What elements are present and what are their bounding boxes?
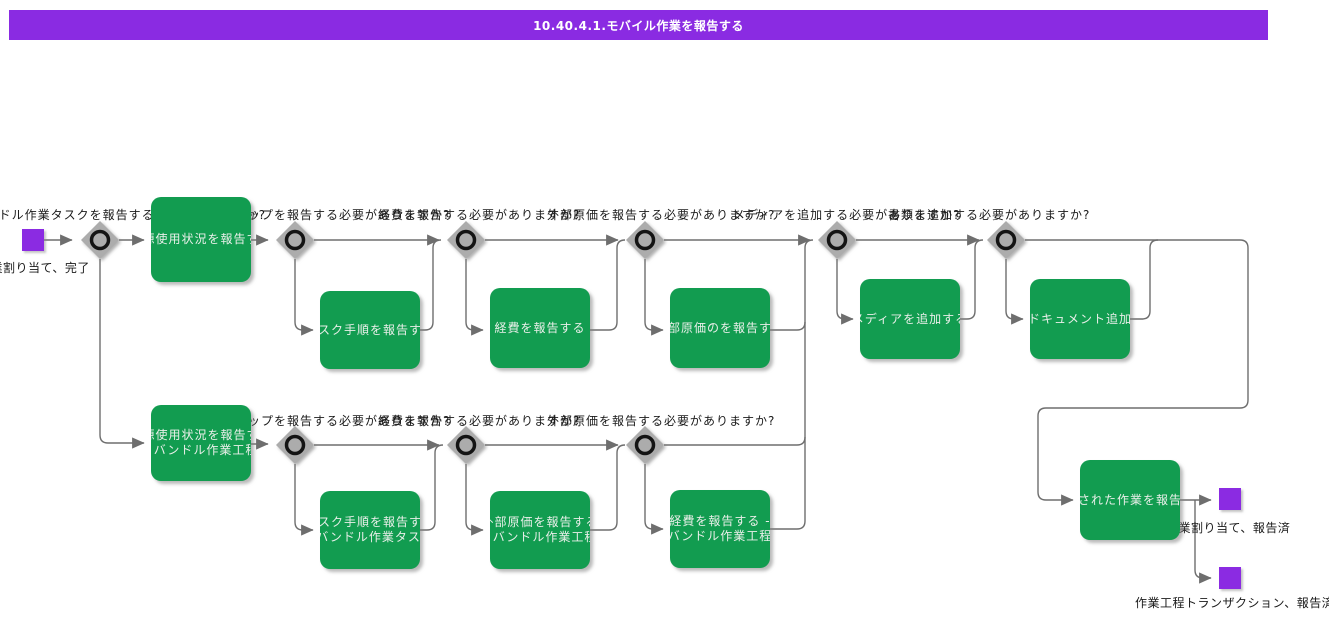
activity-report-expenses: 経費を報告する (490, 288, 590, 368)
decision-diamond (276, 221, 314, 259)
activity-report-resource-usage-bundle: 資源使用状況を報告する - バンドル作業工程 (151, 405, 251, 481)
question-report-external-cost: 外部原価を報告する必要がありますか? (547, 208, 776, 222)
flow-edges (44, 234, 1249, 584)
decision-diamond (626, 221, 664, 259)
activity-report-external-cost: 外部原価のを報告する (670, 288, 770, 368)
activity-report-external-cost-bundle: 外部原価を報告する - バンドル作業工程 (490, 491, 590, 569)
question-report-expenses: 経費を報告する必要がありますか? (378, 208, 581, 222)
question-report-expenses-bundle: 経費を報告する必要がありますか? (378, 414, 581, 428)
decision-diamond (626, 426, 664, 464)
page-title: 10.40.4.1.モバイル作業を報告する (533, 18, 744, 33)
start-node (22, 229, 44, 251)
end-node-assignment (1219, 488, 1241, 510)
end-node-assignment-label: 作業割り当て、報告済 (1166, 521, 1291, 535)
activity-report-completed-work: 完了された作業を報告する (1080, 460, 1180, 540)
decision-diamond (81, 221, 119, 259)
activity-report-task-steps: タスク手順を報告する (320, 291, 420, 369)
end-node-transaction (1219, 567, 1241, 589)
activity-report-task-steps-bundle: タスク手順を報告する - バンドル作業タスク (320, 491, 420, 569)
decision-diamond (447, 221, 485, 259)
question-add-media: メディアを追加する必要がありますか? (733, 208, 961, 222)
question-report-external-cost-bundle: 外部原価を報告する必要がありますか? (547, 414, 776, 428)
decision-nodes (81, 221, 1025, 464)
activity-add-media: メディアを追加する (860, 279, 960, 359)
end-node-transaction-label: 作業工程トランザクション、報告済 (1135, 596, 1329, 610)
activity-add-document: ドキュメント追加 (1030, 279, 1130, 359)
start-node-label: 作業割り当て、完了 (0, 261, 90, 275)
title-bar: 10.40.4.1.モバイル作業を報告する (9, 10, 1268, 40)
decision-diamond (987, 221, 1025, 259)
decision-diamond (447, 426, 485, 464)
question-add-documents: 書類を追加する必要がありますか? (888, 208, 1091, 222)
decision-diamond (818, 221, 856, 259)
decision-diamond (276, 426, 314, 464)
activity-report-expenses-bundle: 経費を報告する - バンドル作業工程 (670, 490, 770, 568)
activity-report-resource-usage: 資源使用状況を報告する (151, 197, 251, 282)
